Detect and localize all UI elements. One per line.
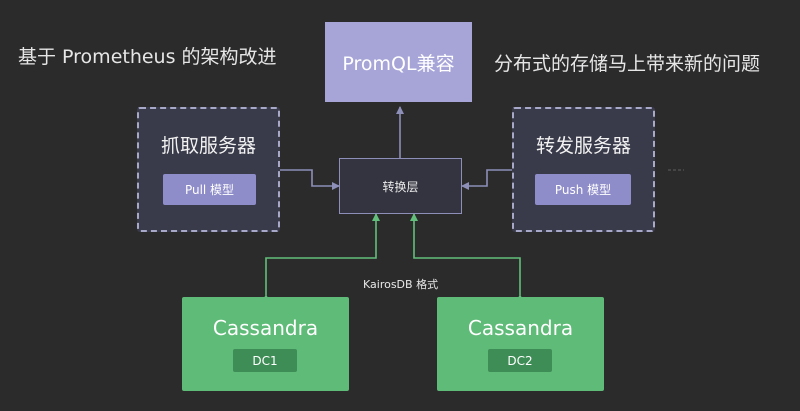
heading-left: 基于 Prometheus 的架构改进 [18,46,277,68]
cassandra-dc2-title: Cassandra [467,316,574,340]
promql-box: PromQL兼容 [325,22,472,102]
arrow-pull-to-transform [280,169,340,190]
push-server-title: 转发服务器 [535,135,631,157]
push-mode-chip: Push 模型 [535,174,631,205]
heading-right: 分布式的存储马上带来新的问题 [494,53,761,75]
pull-mode-chip: Pull 模型 [163,174,256,205]
storage-format-label: KairosDB 格式 [363,278,439,291]
arrow-dc1-to-transform [262,213,380,302]
dc1-chip: DC1 [233,349,297,372]
cassandra-dc1-box: Cassandra DC1 [182,297,349,391]
pull-server-title: 抓取服务器 [160,135,256,157]
cassandra-dc2-box: Cassandra DC2 [437,297,604,391]
arrow-push-to-transform [461,169,512,190]
dc2-chip: DC2 [488,349,552,372]
promql-label: PromQL兼容 [342,52,455,75]
arrow-dc2-to-transform [410,213,524,302]
transform-label: 转换层 [382,179,419,194]
cassandra-dc1-title: Cassandra [212,316,319,340]
transform-layer-box: 转换层 [339,158,462,214]
push-server-box: 转发服务器 Push 模型 [512,107,655,232]
pull-server-box: 抓取服务器 Pull 模型 [137,107,280,232]
